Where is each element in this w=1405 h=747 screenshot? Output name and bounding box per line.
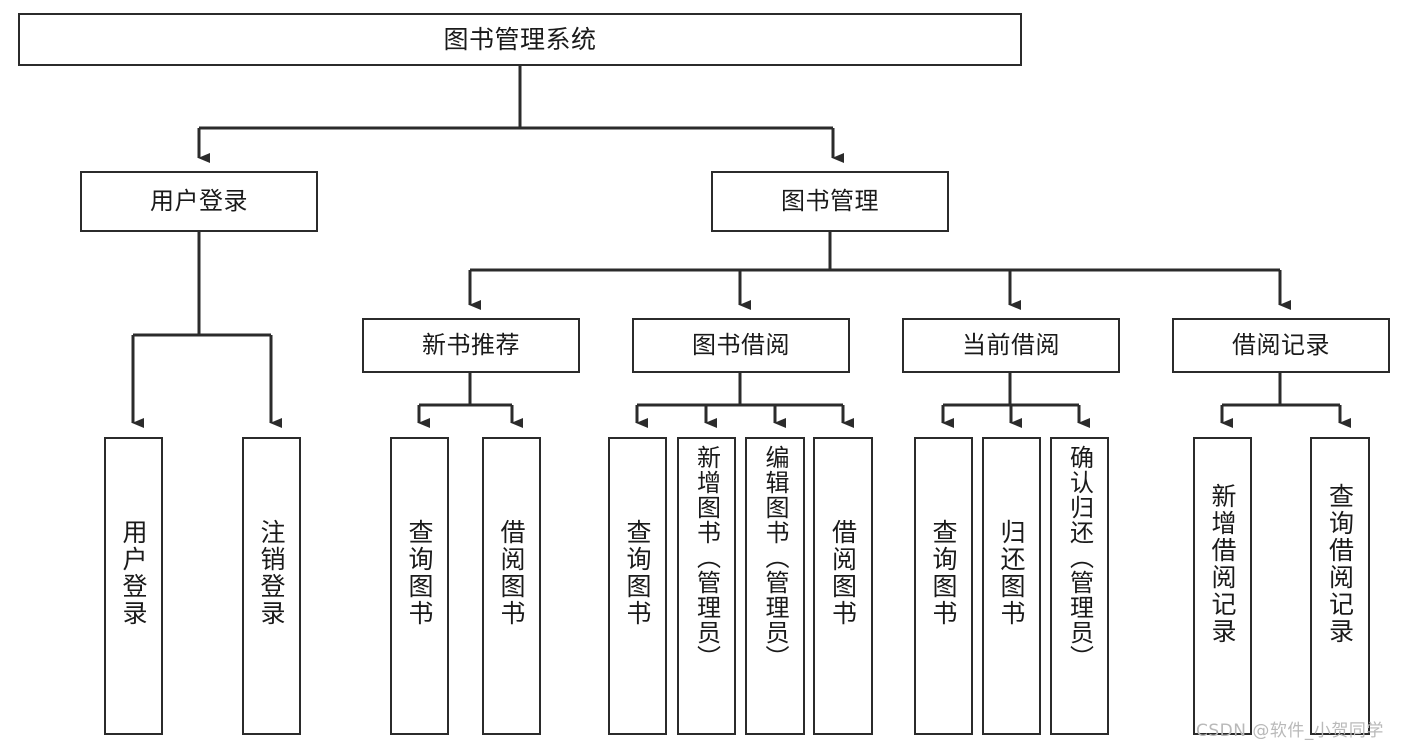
leaf-user-login-label: 用户登录 xyxy=(119,519,148,627)
node-new-book-rec-label: 新书推荐 xyxy=(422,331,520,360)
node-book-manage[interactable]: 图书管理 xyxy=(711,171,949,232)
watermark: CSDN @软件_小贺同学 xyxy=(1196,721,1384,741)
node-borrow-record-label: 借阅记录 xyxy=(1232,331,1330,360)
node-new-book-rec[interactable]: 新书推荐 xyxy=(362,318,580,373)
leaf-logout-label: 注销登录 xyxy=(257,519,286,627)
leaf-query-book-2[interactable]: 查询图书 xyxy=(608,437,667,735)
leaf-logout[interactable]: 注销登录 xyxy=(242,437,301,735)
leaf-query-book-3[interactable]: 查询图书 xyxy=(914,437,973,735)
leaf-return-book-label: 归还图书 xyxy=(997,519,1026,627)
leaf-borrow-book-1-label: 借阅图书 xyxy=(497,519,526,627)
node-book-borrow-label: 图书借阅 xyxy=(692,331,790,360)
leaf-borrow-book-2[interactable]: 借阅图书 xyxy=(813,437,873,735)
leaf-return-book[interactable]: 归还图书 xyxy=(982,437,1041,735)
leaf-user-login[interactable]: 用户登录 xyxy=(104,437,163,735)
node-root-label: 图书管理系统 xyxy=(443,24,597,54)
node-root[interactable]: 图书管理系统 xyxy=(18,13,1022,66)
leaf-add-book-label: 新增图书（管理员） xyxy=(692,445,721,670)
node-user-login[interactable]: 用户登录 xyxy=(80,171,318,232)
node-user-login-label: 用户登录 xyxy=(150,187,248,216)
leaf-add-book[interactable]: 新增图书（管理员） xyxy=(677,437,736,735)
leaf-edit-book[interactable]: 编辑图书（管理员） xyxy=(745,437,805,735)
leaf-add-record[interactable]: 新增借阅记录 xyxy=(1193,437,1252,735)
leaf-edit-book-label: 编辑图书（管理员） xyxy=(761,445,789,670)
node-borrow-record[interactable]: 借阅记录 xyxy=(1172,318,1390,373)
leaf-query-book-3-label: 查询图书 xyxy=(929,519,958,627)
node-book-manage-label: 图书管理 xyxy=(781,187,879,216)
leaf-query-book-1[interactable]: 查询图书 xyxy=(390,437,449,735)
leaf-query-book-2-label: 查询图书 xyxy=(623,519,652,627)
node-current-borrow-label: 当前借阅 xyxy=(962,331,1060,360)
node-current-borrow[interactable]: 当前借阅 xyxy=(902,318,1120,373)
leaf-confirm-return-label: 确认归还（管理员） xyxy=(1065,445,1094,670)
leaf-borrow-book-2-label: 借阅图书 xyxy=(828,519,858,627)
leaf-query-record-label: 查询借阅记录 xyxy=(1325,483,1355,645)
leaf-confirm-return[interactable]: 确认归还（管理员） xyxy=(1050,437,1109,735)
node-book-borrow[interactable]: 图书借阅 xyxy=(632,318,850,373)
leaf-query-book-1-label: 查询图书 xyxy=(405,519,434,627)
leaf-query-record[interactable]: 查询借阅记录 xyxy=(1310,437,1370,735)
leaf-add-record-label: 新增借阅记录 xyxy=(1208,483,1237,645)
leaf-borrow-book-1[interactable]: 借阅图书 xyxy=(482,437,541,735)
